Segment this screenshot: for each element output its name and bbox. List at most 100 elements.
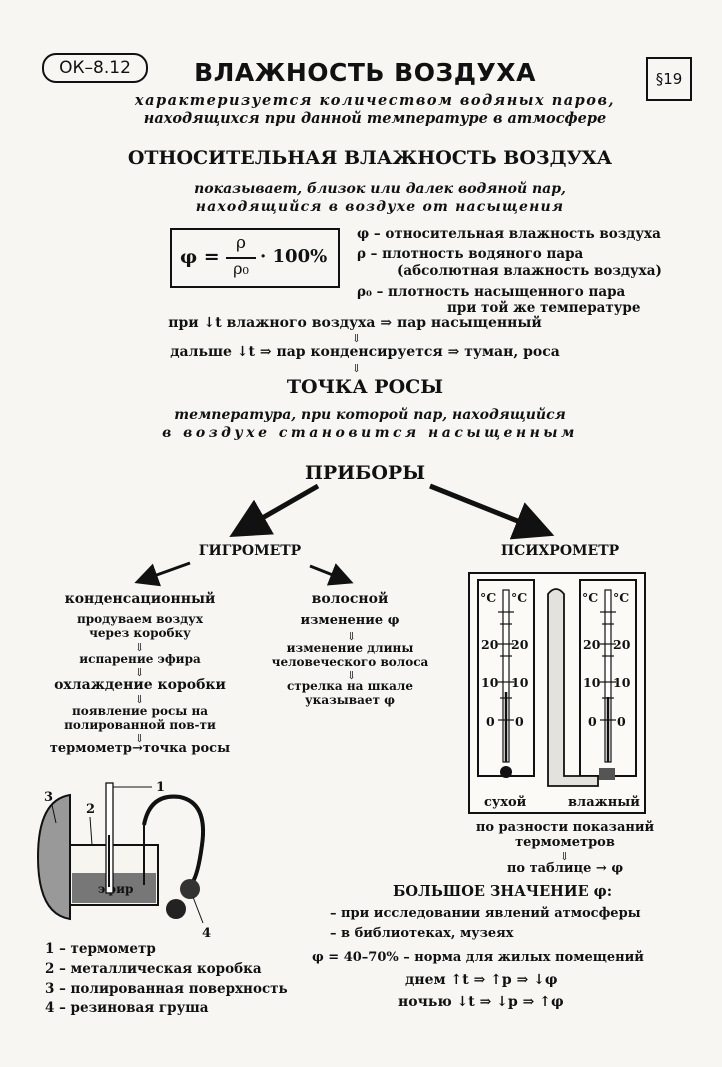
humidity-norm: φ = 40–70% – норма для жилых помещений: [312, 950, 644, 965]
dew-point-def-line1: температура, при которой пар, находящийс…: [174, 407, 566, 423]
label-number-4: 4: [202, 926, 211, 940]
importance-item-2: – в библиотеках, музеях: [330, 926, 514, 941]
thermometer-scale-ticks: [498, 611, 616, 721]
title-subtitle-line1: характеризуется количеством водяных паро…: [134, 92, 616, 109]
legend-rho-line2: (абсолютная влажность воздуха): [397, 263, 662, 279]
wet-tick-0-right: 0: [617, 714, 626, 729]
condensation-step5: термометр→точка росы: [49, 741, 231, 756]
wet-tick-10-left: 10: [583, 675, 601, 690]
dry-tick-0-right: 0: [515, 714, 524, 729]
condensation-arrow-1: ⇓: [135, 641, 145, 654]
dry-tick-0-left: 0: [486, 714, 495, 729]
formula-tail: · 100%: [260, 246, 328, 267]
dry-tick-10-left: 10: [481, 675, 499, 690]
label-number-2: 2: [86, 802, 95, 817]
dew-point-heading: ТОЧКА РОСЫ: [286, 376, 444, 398]
psychrometer-figure: °С °С °С °С 20 20 10 10 0 0 20 20 10 10 …: [468, 572, 646, 814]
chain-down-arrow-2: ⇓: [352, 362, 362, 375]
condensation-step1-line1: продуваем воздух: [76, 612, 204, 626]
hair-arrow-2: ⇓: [347, 669, 357, 682]
dry-thermometer-label: сухой: [484, 795, 527, 810]
formula-denominator: ρ₀: [233, 259, 249, 278]
condensation-step3: охлаждение коробки: [54, 677, 226, 693]
wet-tick-0-left: 0: [588, 714, 597, 729]
dew-point-def-line2: в воздухе становится насыщенным: [162, 425, 578, 441]
figure-legend-item-1: 1 – термометр: [45, 941, 156, 957]
rubber-bulb-1: [180, 879, 200, 899]
hair-arrow-1: ⇓: [347, 630, 357, 643]
wet-thermometer-wick: [599, 768, 615, 780]
dry-unit-right: °С: [511, 590, 527, 605]
arrow-to-hair: [309, 563, 354, 586]
legend-rho-line1: ρ – плотность водяного пара: [357, 246, 584, 262]
wet-tick-20-left: 20: [583, 637, 601, 652]
ether-label: эфир: [98, 882, 133, 896]
importance-heading: БОЛЬШОЕ ЗНАЧЕНИЕ φ:: [393, 883, 613, 900]
formula-numerator: ρ: [236, 233, 246, 253]
condensation-step1-line2: через коробку: [89, 626, 191, 640]
document-code-badge: ОК–8.12: [42, 53, 148, 83]
polished-surface: [36, 793, 71, 921]
psychrometer-down-arrow: ⇓: [560, 850, 570, 863]
dry-tick-10-right: 10: [511, 675, 529, 690]
arrow-to-hygrometer: [229, 483, 320, 537]
chain-down-arrow-1: ⇓: [352, 332, 362, 345]
night-relation: ночью ↓t ⇒ ↓p ⇒ ↑φ: [398, 994, 564, 1010]
hair-step2-line2: человеческого волоса: [271, 655, 429, 669]
hair-step3-line2: указывает φ: [304, 693, 396, 707]
legend-rho0-line1: ρ₀ – плотность насыщенного пара: [357, 284, 626, 300]
ether-liquid: [72, 873, 156, 903]
wet-unit-right: °С: [613, 590, 629, 605]
wet-tick-20-right: 20: [613, 637, 631, 652]
hair-step2-line1: изменение длины: [286, 641, 414, 655]
legend-rho0-line2: при той же температуре: [447, 300, 641, 316]
wet-tick-10-right: 10: [613, 675, 631, 690]
title-subtitle-line2: находящихся при данной температуре в атм…: [143, 110, 607, 127]
instruments-heading: ПРИБОРЫ: [304, 462, 426, 484]
condensation-arrow-3: ⇓: [135, 693, 145, 706]
wet-unit-left: °С: [582, 590, 598, 605]
dry-tick-20-left: 20: [481, 637, 499, 652]
psychrometer-heading: ПСИХРОМЕТР: [500, 543, 620, 559]
hair-step3-line1: стрелка на шкале: [286, 679, 414, 693]
condensation-title: конденсационный: [64, 591, 216, 607]
psychrometer-table-line: по таблице → φ: [506, 861, 624, 876]
formula-lhs: φ =: [180, 246, 220, 268]
water-reservoir: [547, 588, 599, 787]
day-relation: днем ↑t ⇒ ↑p ⇒ ↓φ: [405, 972, 558, 988]
psychrometer-note-line1: по разности показаний: [475, 820, 655, 835]
page-title: ВЛАЖНОСТЬ ВОЗДУХА: [194, 58, 536, 87]
dry-tick-20-right: 20: [511, 637, 529, 652]
formula-fraction-bar: [226, 257, 256, 259]
arrow-to-psychrometer: [429, 483, 555, 540]
dry-thermometer-bulb: [500, 766, 512, 778]
label-number-1: 1: [156, 780, 165, 795]
relative-humidity-desc-line2: находящийся в воздухе от насыщения: [195, 199, 565, 215]
relative-humidity-desc-line1: показывает, близок или далек водяной пар…: [194, 181, 566, 197]
arrow-to-condensation: [134, 561, 191, 587]
figure-legend-item-2: 2 – металлическая коробка: [45, 961, 262, 977]
figure-legend-item-4: 4 – резиновая груша: [45, 1000, 209, 1016]
instruments-arrows: [134, 483, 555, 587]
cooling-chain-line1: при ↓t влажного воздуха ⇒ пар насыщенный: [168, 315, 542, 331]
hair-title: волосной: [311, 591, 389, 607]
condensation-step4-line2: полированной пов-ти: [64, 718, 216, 732]
condensation-arrow-4: ⇓: [135, 732, 145, 745]
psychrometer-note-line2: термометров: [515, 835, 615, 850]
relative-humidity-heading: ОТНОСИТЕЛЬНАЯ ВЛАЖНОСТЬ ВОЗДУХА: [127, 147, 613, 169]
condensation-hygrometer-figure: эфир 1 2 3 4: [36, 780, 211, 940]
figure-legend-item-3: 3 – полированная поверхность: [45, 981, 288, 997]
importance-item-1: – при исследовании явлений атмосферы: [330, 906, 641, 921]
dry-unit-left: °С: [480, 590, 496, 605]
legend-phi: φ – относительная влажность воздуха: [357, 226, 661, 242]
condensation-step4-line1: появление росы на: [71, 704, 209, 718]
hair-step1: изменение φ: [300, 613, 400, 628]
hygrometer-heading: ГИГРОМЕТР: [198, 543, 302, 559]
wet-thermometer-label: влажный: [568, 795, 640, 810]
label-number-3: 3: [44, 790, 53, 805]
humidity-formula-box: φ = ρ ρ₀ · 100%: [170, 228, 340, 288]
condensation-step2: испарение эфира: [79, 652, 201, 666]
paragraph-badge: §19: [646, 57, 692, 101]
rubber-hose: [142, 794, 205, 885]
rubber-bulb-2: [166, 899, 186, 919]
